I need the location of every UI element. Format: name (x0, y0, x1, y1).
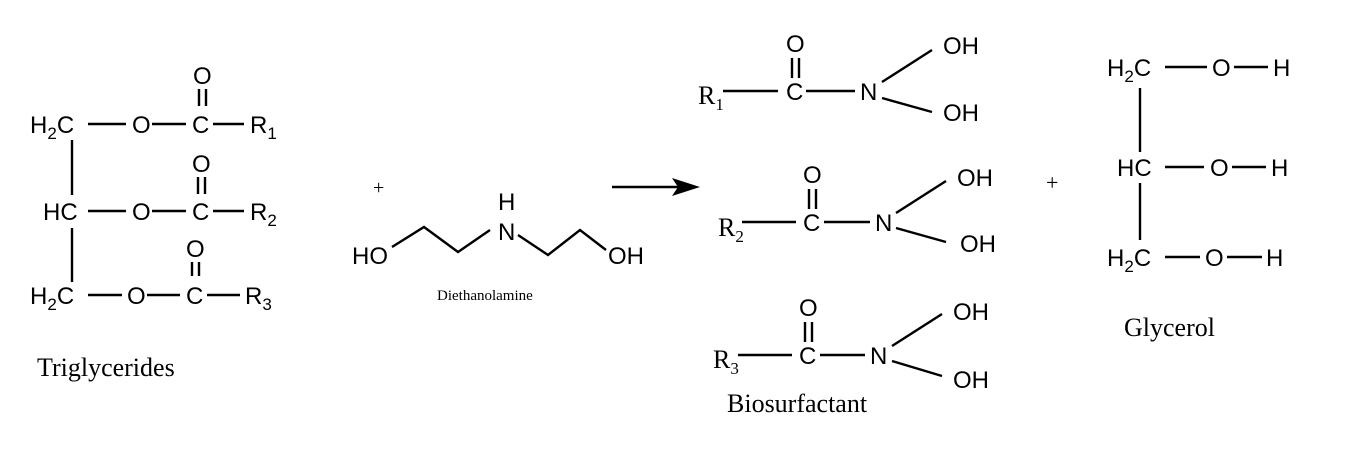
product-oh-bottom-2: OH (960, 231, 996, 258)
glycerol-o-2: O (1210, 155, 1229, 182)
product-oh-bottom-3: OH (953, 367, 989, 394)
triglycerides-structure: H2C O C O R1 HC O C O R2 H2C O C O R3 Tr… (30, 63, 277, 382)
atom-r1: R1 (250, 112, 277, 143)
product-oh-top-1: OH (943, 33, 979, 60)
product-o-2: O (803, 162, 822, 189)
atom-carbonyl-o-3: O (186, 236, 205, 263)
atom-carbonyl-o-1: O (193, 63, 212, 90)
atom-ho: HO (352, 243, 388, 270)
plus-sign-reactants: + (373, 177, 384, 199)
product-o-3: O (799, 295, 818, 322)
atom-c-2: C (192, 199, 209, 226)
diethanolamine-label: Diethanolamine (437, 288, 533, 304)
atom-h2c-1: H2C (30, 112, 74, 143)
product-o-1: O (786, 31, 805, 58)
glycerol-o-1: O (1212, 55, 1231, 82)
glycerol-hc-2: HC (1117, 155, 1152, 182)
atom-n: N (498, 219, 515, 246)
glycerol-h2c-1: H2C (1107, 55, 1151, 86)
product-n-2: N (875, 210, 892, 237)
atom-c-3: C (186, 283, 203, 310)
product-n-3: N (870, 343, 887, 370)
product-r2: R2 (718, 213, 744, 246)
atom-hc-2: HC (43, 199, 78, 226)
reaction-arrow (612, 178, 700, 196)
plus-sign-products: + (1046, 170, 1058, 195)
product-oh-top-3: OH (953, 299, 989, 326)
triglycerides-label: Triglycerides (37, 353, 175, 382)
glycerol-label: Glycerol (1124, 313, 1215, 342)
atom-r2: R2 (250, 199, 277, 230)
glycerol-h2c-3: H2C (1107, 245, 1151, 276)
atom-h: H (498, 189, 515, 216)
atom-carbonyl-o-2: O (192, 151, 211, 178)
glycerol-h-2: H (1271, 155, 1288, 182)
diethanolamine-structure: HO H N OH Diethanolamine (352, 189, 644, 304)
atom-h2c-3: H2C (30, 283, 74, 314)
atom-o-3: O (127, 283, 146, 310)
glycerol-h-3: H (1266, 245, 1283, 272)
glycerol-structure: H2C O H HC O H H2C O H Glycerol (1107, 55, 1290, 342)
atom-o-1: O (132, 112, 151, 139)
product-oh-bottom-1: OH (943, 100, 979, 127)
glycerol-h-1: H (1273, 55, 1290, 82)
atom-c-1: C (192, 112, 209, 139)
product-c-2: C (803, 210, 820, 237)
glycerol-o-3: O (1205, 245, 1224, 272)
product-r1: R1 (698, 81, 724, 114)
atom-o-2: O (132, 199, 151, 226)
product-c-3: C (799, 343, 816, 370)
atom-oh: OH (608, 243, 644, 270)
atom-r3: R3 (245, 283, 272, 314)
biosurfactant-label: Biosurfactant (727, 389, 868, 418)
product-n-1: N (860, 79, 877, 106)
product-c-1: C (786, 79, 803, 106)
product-oh-top-2: OH (957, 165, 993, 192)
biosurfactant-structure: R1 C O N OH OH R2 C O N OH OH R3 C O N O… (698, 31, 996, 418)
product-r3: R3 (713, 345, 739, 378)
